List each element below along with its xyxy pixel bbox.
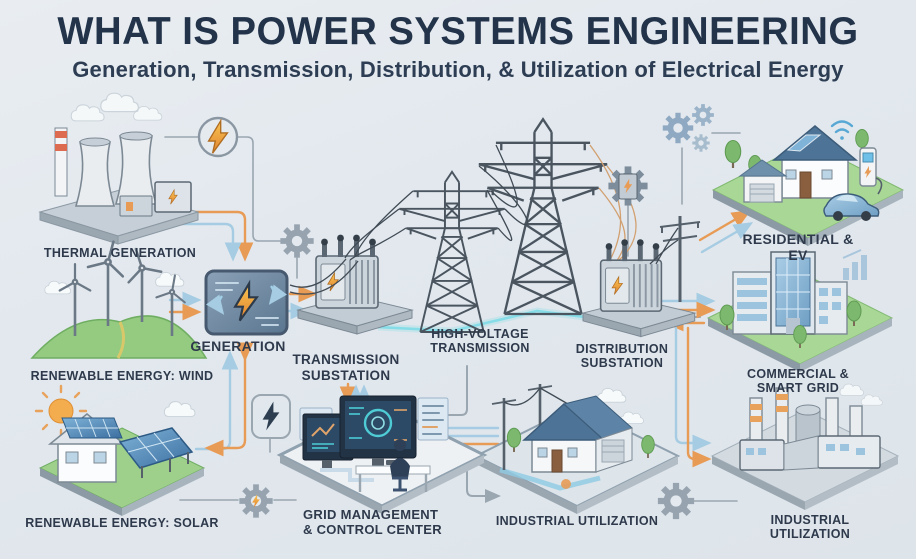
- label-renewable-wind: RENEWABLE ENERGY: WIND: [30, 369, 214, 383]
- industrial-right-illustration: [710, 383, 900, 510]
- lightning-circle-icon: [197, 116, 239, 158]
- commercial-illustration: [706, 249, 894, 372]
- solar-illustration: [34, 384, 206, 516]
- label-commercial-smart-grid: COMMERCIAL & SMART GRID: [747, 367, 849, 396]
- gear-lightning-icon-distribution: [608, 166, 648, 206]
- operator: [355, 439, 431, 492]
- power-lines: [344, 144, 637, 263]
- generation-wires: [289, 258, 359, 295]
- label-grid-management: GRID MANAGEMENT & CONTROL CENTER: [303, 507, 442, 537]
- grid-management-illustration: [276, 395, 488, 514]
- thermal-generation-illustration: [38, 92, 200, 245]
- label-generation: GENERATION: [190, 338, 286, 354]
- header: WHAT IS POWER SYSTEMS ENGINEERING Genera…: [0, 10, 916, 83]
- label-transmission-substation: TRANSMISSION SUBSTATION: [292, 352, 400, 383]
- industrial-center-illustration: [473, 384, 681, 514]
- page-title: WHAT IS POWER SYSTEMS ENGINEERING: [57, 10, 859, 53]
- label-residential-ev: RESIDENTIAL & EV: [742, 231, 854, 264]
- label-thermal-generation: THERMAL GENERATION: [43, 246, 197, 260]
- generation-box-illustration: [204, 269, 289, 336]
- label-distribution-substation: DISTRIBUTION SUBSTATION: [575, 342, 669, 371]
- label-renewable-solar: RENEWABLE ENERGY: SOLAR: [25, 516, 219, 530]
- lightning-box-icon: [251, 394, 291, 439]
- wind-illustration: [30, 235, 208, 359]
- wifi-icon: [830, 120, 854, 140]
- gear-icon: [280, 224, 314, 258]
- distribution-pole: [649, 216, 701, 302]
- distribution-substation-illustration: [583, 239, 695, 336]
- bar-chart-icon: [842, 249, 867, 280]
- gear-lightning-icon: [239, 484, 273, 518]
- gear-cluster-icon: [662, 104, 714, 152]
- residential-illustration: [711, 120, 905, 246]
- transmission-towers-illustration: [344, 118, 637, 333]
- label-industrial-right: INDUSTRIAL UTILIZATION: [769, 513, 851, 542]
- gear-icon-industrial: [657, 482, 695, 520]
- monitor-main: [339, 395, 417, 466]
- page-subtitle: Generation, Transmission, Distribution, …: [72, 57, 844, 82]
- label-high-voltage-transmission: HIGH-VOLTAGE TRANSMISSION: [430, 327, 530, 356]
- ev-car: [823, 193, 880, 221]
- label-industrial-center: INDUSTRIAL UTILIZATION: [495, 514, 659, 528]
